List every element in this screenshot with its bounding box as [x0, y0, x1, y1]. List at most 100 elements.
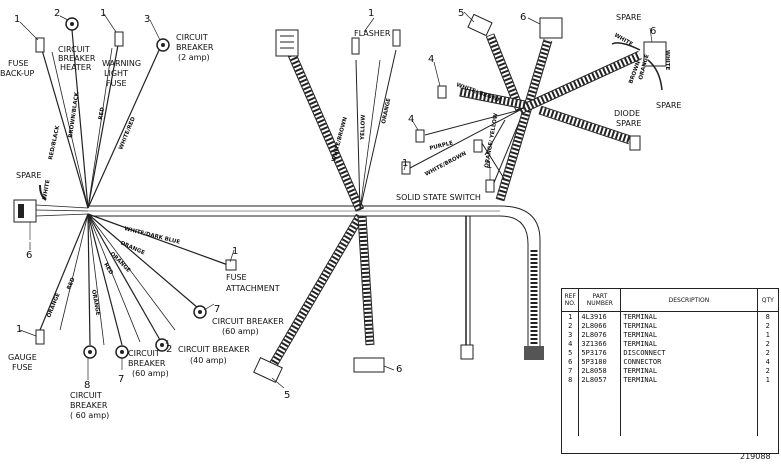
reference-numbers: 1 2 1 3 1 5 6 6 4 4 1 1 6 1 7 2 7 8 1 5 …	[14, 8, 656, 401]
cell-part-number: 2L8076	[578, 330, 622, 339]
flasher-connector	[275, 29, 299, 57]
wire-label-red-black: RED/BLACK	[48, 124, 61, 160]
cell-qty: 1	[765, 375, 770, 384]
terminal-1a	[401, 161, 411, 175]
label-fuse-attachment: FUSE	[226, 273, 247, 282]
label-cb-2amp-3: (2 amp)	[178, 53, 210, 62]
ref-cb-heater: 2	[54, 8, 60, 19]
parts-table-header-row: REF NO. PART NUMBER DESCRIPTION QTY	[562, 289, 778, 312]
label-fuse-backup: FUSE	[8, 59, 29, 68]
wire-label-white-brown-3: WHITE/BROWN	[424, 151, 468, 178]
spare-left-lead	[39, 184, 47, 201]
label-cb-60b-2: BREAKER	[128, 359, 166, 368]
header-ref-no: REF NO.	[562, 289, 580, 312]
wire-label-white-top: WHITE	[613, 33, 634, 48]
label-flasher: FLASHER	[354, 29, 391, 38]
label-warning-fuse: WARNING	[102, 59, 141, 68]
label-cb-60c-3: ( 60 amp)	[70, 411, 109, 420]
terminal-4a	[437, 85, 447, 99]
cell-part-number: 3Z1366	[578, 339, 622, 348]
header-description: DESCRIPTION	[620, 289, 758, 312]
lower-branches	[253, 213, 474, 383]
cell-ref: 4	[562, 339, 580, 348]
ref-bottom-disconnect: 5	[284, 390, 290, 401]
spare-right-lead	[647, 59, 663, 91]
cell-ref: 6	[562, 357, 580, 366]
cell-description: TERMINAL	[620, 321, 758, 330]
cell-description: TERMINAL	[620, 339, 758, 348]
label-cb-2amp: CIRCUIT	[176, 33, 208, 42]
right-branches	[401, 13, 667, 202]
ref-terminal-1a: 1	[402, 158, 408, 169]
fuse-attachment-terminal	[225, 259, 237, 271]
label-warning-fuse-3: FUSE	[106, 79, 127, 88]
wire-label-red-3: RED	[66, 276, 76, 290]
wire-label-orange: ORANGE	[381, 97, 392, 124]
label-diode-spare-2: SPARE	[616, 119, 641, 128]
component-labels: FUSE BACK-UP CIRCUIT BREAKER HEATER WARN…	[0, 13, 681, 420]
label-fuse-backup-2: BACK-UP	[0, 69, 35, 78]
wire-label-orange-4: ORANGE	[90, 289, 100, 316]
terminal-1b	[485, 179, 495, 193]
label-spare-top: SPARE	[616, 13, 641, 22]
label-cb-60b-3: (60 amp)	[132, 369, 169, 378]
cell-part-number: 5P3180	[578, 357, 622, 366]
label-solid-state-switch: SOLID STATE SWITCH	[396, 193, 481, 202]
drawing-number: 219088	[740, 452, 771, 461]
ref-cb-60b: 7	[118, 374, 124, 385]
cell-qty: 2	[765, 339, 770, 348]
label-gauge-fuse-2: FUSE	[12, 363, 33, 372]
label-cb-40-2: (40 amp)	[190, 356, 227, 365]
bottom-connector	[353, 357, 385, 373]
cell-part-number: 4L3916	[578, 311, 622, 321]
ref-cb-2amp: 3	[144, 14, 150, 25]
cell-qty: 2	[765, 321, 770, 330]
flasher-branch	[275, 29, 401, 212]
label-fuse-attachment-2: ATTACHMENT	[226, 284, 280, 293]
ref-fuse-attach: 1	[232, 246, 238, 257]
right-connector	[643, 41, 667, 67]
cell-ref: 7	[562, 366, 580, 375]
cell-qty: 4	[765, 357, 770, 366]
diode-spare-terminal	[629, 135, 641, 151]
ref-flasher: 1	[368, 8, 374, 19]
wire-label-orange-1: ORANGE	[119, 240, 145, 256]
top-disconnect	[467, 13, 493, 37]
label-cb-60a: CIRCUIT BREAKER	[212, 317, 284, 326]
label-cb-heater: CIRCUIT	[58, 45, 90, 54]
wire-label-purple: PURPLE	[429, 140, 454, 152]
gauge-fuse-terminal	[35, 329, 45, 345]
warning-light-fuse-terminal	[114, 31, 124, 47]
ref-fuse-backup: 1	[14, 14, 20, 25]
ref-spare-right: 6	[650, 26, 656, 37]
cell-description: CONNECTOR	[620, 357, 758, 366]
ref-terminal-4a: 4	[428, 54, 434, 65]
ref-cb-60c: 8	[84, 380, 90, 391]
cell-description: TERMINAL	[620, 366, 758, 375]
label-cb-2amp-2: BREAKER	[176, 43, 214, 52]
bottom-terminal	[460, 344, 474, 360]
ref-terminal-4b: 4	[408, 114, 414, 125]
cell-ref: 5	[562, 348, 580, 357]
header-qty: QTY	[757, 289, 778, 312]
top-right-connector	[539, 17, 563, 39]
cell-part-number: 2L8058	[578, 366, 622, 375]
ref-warning-fuse: 1	[100, 8, 106, 19]
label-diode-spare: DIODE	[614, 109, 640, 118]
cell-description: TERMINAL	[620, 311, 758, 321]
flasher-terminal	[351, 37, 360, 55]
ref-connector-right: 6	[520, 12, 526, 23]
wire-label-white-dark-blue: WHITE/DARK BLUE	[124, 226, 181, 246]
flasher-terminal-2	[392, 29, 401, 47]
ref-cb-40: 2	[166, 344, 172, 355]
wire-label-white: WHITE	[42, 179, 51, 200]
cell-description: DISCONNECT	[620, 348, 758, 357]
upper-left-fan	[41, 29, 161, 209]
cell-qty: 8	[765, 312, 770, 321]
cell-qty: 1	[765, 330, 770, 339]
